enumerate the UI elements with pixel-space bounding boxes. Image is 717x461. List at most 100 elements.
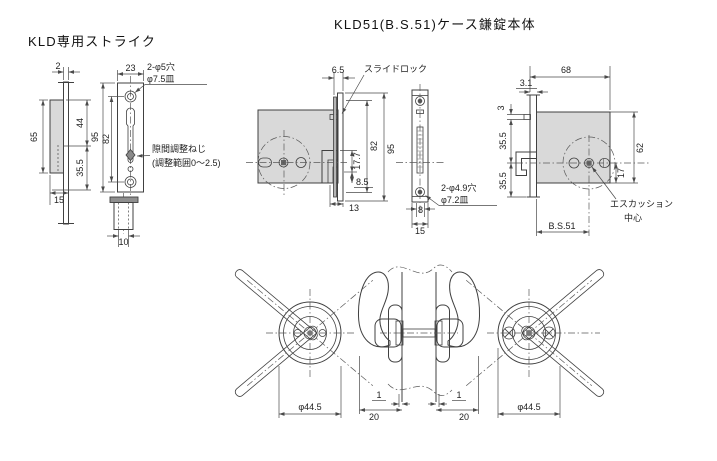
strike-hole-note: 2-φ5穴 φ7.5皿 <box>134 61 207 93</box>
door-section-view: 20 1 20 1 <box>357 264 481 422</box>
lockcase-side-view: 6.5 スライドロック 82 95 <box>246 64 427 213</box>
strike-stem-body <box>113 202 134 230</box>
svg-text:13: 13 <box>349 203 359 213</box>
strike-box-body <box>49 99 64 174</box>
dim-backset: B.S.51 <box>536 199 589 236</box>
svg-text:35.5: 35.5 <box>498 172 508 190</box>
svg-text:φ44.5: φ44.5 <box>517 402 540 412</box>
lever-handle-right <box>447 271 481 348</box>
knob-left-view: φ44.5 <box>234 269 374 418</box>
hook-bolt <box>515 151 537 176</box>
faceplate-screw-top <box>415 96 425 106</box>
lever-handle-left <box>357 271 391 348</box>
dim-plate-height: 95 <box>90 82 115 193</box>
svg-text:8.5: 8.5 <box>356 177 369 187</box>
svg-text:95: 95 <box>386 144 396 154</box>
dim-knob-dia-right: φ44.5 <box>497 348 561 418</box>
escutcheon-note: エスカッション 中心 <box>591 166 673 223</box>
dim-faceplate-widths: 8 15 <box>406 203 435 236</box>
svg-text:(調整範囲0〜2.5): (調整範囲0〜2.5) <box>152 157 221 168</box>
slide-lock-tab-front <box>523 114 531 120</box>
knob-right-view: φ44.5 <box>465 269 605 418</box>
svg-text:15: 15 <box>54 195 64 205</box>
dim-knob-dia-left: φ44.5 <box>278 366 342 418</box>
dim-left-stack: 3 35.5 35.5 <box>496 104 526 198</box>
slide-lock-note: スライドロック <box>341 64 427 114</box>
svg-text:15: 15 <box>415 226 425 236</box>
strike-drawing: KLD専用ストライク 2 65 <box>28 34 221 247</box>
svg-text:2-φ5穴: 2-φ5穴 <box>147 61 175 72</box>
lockcase-title: KLD51(B.S.51)ケース鎌錠本体 <box>334 17 536 32</box>
svg-text:65: 65 <box>29 132 39 142</box>
svg-text:2: 2 <box>55 61 60 71</box>
dim-stem-width: 10 <box>107 230 140 247</box>
svg-text:1: 1 <box>456 390 461 400</box>
lever-position-up <box>234 325 318 397</box>
phillips-screw-right <box>542 326 556 340</box>
lockcase-drawing: KLD51(B.S.51)ケース鎌錠本体 6.5 <box>246 17 673 236</box>
strike-screw-hole-bottom <box>124 176 137 188</box>
svg-text:隙間調整ねじ: 隙間調整ねじ <box>152 143 206 154</box>
dim-right-stack: 62 17 <box>610 111 645 184</box>
handle-drawing: φ44.5 20 <box>234 264 605 422</box>
knob-outer <box>278 301 342 365</box>
dim-side-hole-pitch: 82 <box>346 100 379 193</box>
strike-faceplate-edge <box>63 81 69 225</box>
svg-text:17: 17 <box>616 168 626 178</box>
key-slot <box>258 157 272 168</box>
dim-plate-width: 23 <box>117 63 144 81</box>
svg-text:φ44.5: φ44.5 <box>298 402 321 412</box>
svg-text:20: 20 <box>459 412 469 422</box>
svg-text:10: 10 <box>118 237 128 247</box>
dim-door-left: 20 1 <box>359 356 410 422</box>
strike-plate-section <box>109 196 139 203</box>
case-body-side <box>257 109 339 184</box>
svg-text:中心: 中心 <box>624 212 642 223</box>
faceplate-hole-note: 2-φ4.9穴 φ7.2皿 <box>425 182 497 206</box>
svg-text:17.7: 17.7 <box>352 152 362 170</box>
dim-box-height: 65 <box>29 99 48 174</box>
svg-text:62: 62 <box>635 143 645 153</box>
svg-text:φ7.2皿: φ7.2皿 <box>441 195 468 205</box>
lockcase-front-view: 68 3.1 3 35.5 35.5 <box>496 65 673 236</box>
strike-bottom-view: 10 <box>107 193 140 247</box>
dim-top-offset: 6.5 <box>322 65 355 95</box>
svg-text:3: 3 <box>496 105 506 110</box>
case-faceplate-edge <box>337 92 344 202</box>
dim-box-depth: 15 <box>49 175 69 205</box>
dim-door-right: 20 1 <box>428 356 479 422</box>
faceplate-screw-bottom <box>415 187 425 197</box>
svg-text:68: 68 <box>561 65 571 75</box>
svg-text:82: 82 <box>369 141 379 151</box>
svg-text:20: 20 <box>369 412 379 422</box>
lever-position-down <box>234 269 318 341</box>
escutcheon-right <box>435 304 450 363</box>
svg-text:95: 95 <box>90 132 100 142</box>
adjust-screw <box>125 148 136 162</box>
hook-slot <box>416 126 424 174</box>
dim-body-width: 68 <box>529 65 611 110</box>
svg-text:44: 44 <box>75 118 85 128</box>
strike-screw-hole-top <box>124 90 137 103</box>
dim-hole-pitch: 82 <box>101 96 124 183</box>
svg-text:3.1: 3.1 <box>520 78 533 88</box>
svg-text:35.5: 35.5 <box>75 159 85 177</box>
strike-front-view: 23 95 82 2-φ5穴 φ7.5皿 <box>90 61 221 198</box>
faceplate-front-view: 8 15 2-φ4.9穴 φ7.2皿 <box>396 84 497 236</box>
svg-text:6.5: 6.5 <box>332 65 345 75</box>
svg-text:2-φ4.9穴: 2-φ4.9穴 <box>441 182 476 193</box>
dim-front-offset: 3.1 <box>516 78 548 94</box>
svg-text:82: 82 <box>101 134 111 144</box>
hook-slot-hatch <box>417 130 423 168</box>
svg-text:35.5: 35.5 <box>498 132 508 150</box>
break-line-top <box>387 264 453 274</box>
mount-flange <box>333 96 337 198</box>
strike-adjust-note: 隙間調整ねじ (調整範囲0〜2.5) <box>136 143 221 168</box>
handle-base-left <box>374 318 402 348</box>
case-faceplate-edge-front <box>529 94 537 198</box>
strike-side-view: 2 65 44 35.5 15 <box>29 61 91 225</box>
svg-text:φ7.5皿: φ7.5皿 <box>147 74 174 84</box>
svg-text:エスカッション: エスカッション <box>610 199 673 209</box>
